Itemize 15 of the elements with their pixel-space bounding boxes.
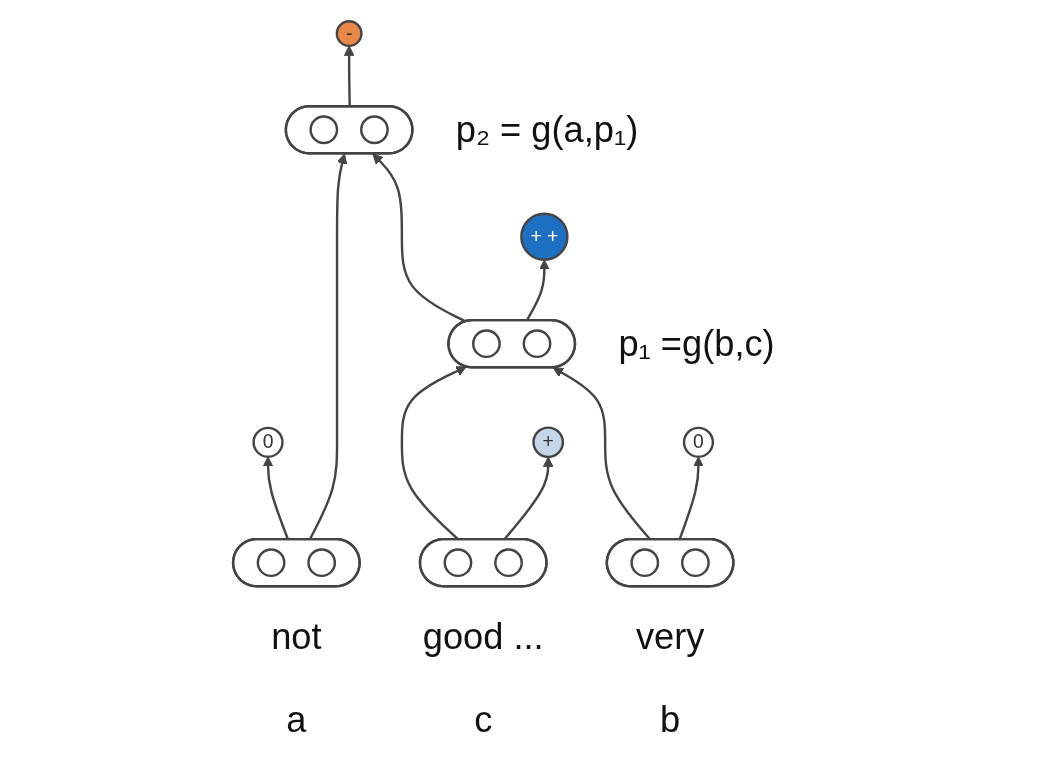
node-label: very — [635, 616, 705, 657]
node-label: c — [474, 699, 493, 740]
arrow — [372, 153, 467, 323]
arrow — [343, 45, 355, 107]
node-circle: 0 — [252, 426, 284, 458]
node-label: not — [271, 616, 322, 657]
node-label: good ... — [422, 616, 544, 657]
node-label: p₂ = g(a,p₁) — [455, 109, 639, 150]
node-label: b — [660, 699, 681, 740]
node-label: p₁ =g(b,c) — [618, 323, 775, 364]
node-label: a — [286, 699, 307, 740]
node-circle: 0 — [682, 426, 715, 458]
node-circle: + — [532, 426, 565, 459]
node-circle: + + — [520, 212, 569, 261]
node-circle: - — [335, 20, 363, 48]
